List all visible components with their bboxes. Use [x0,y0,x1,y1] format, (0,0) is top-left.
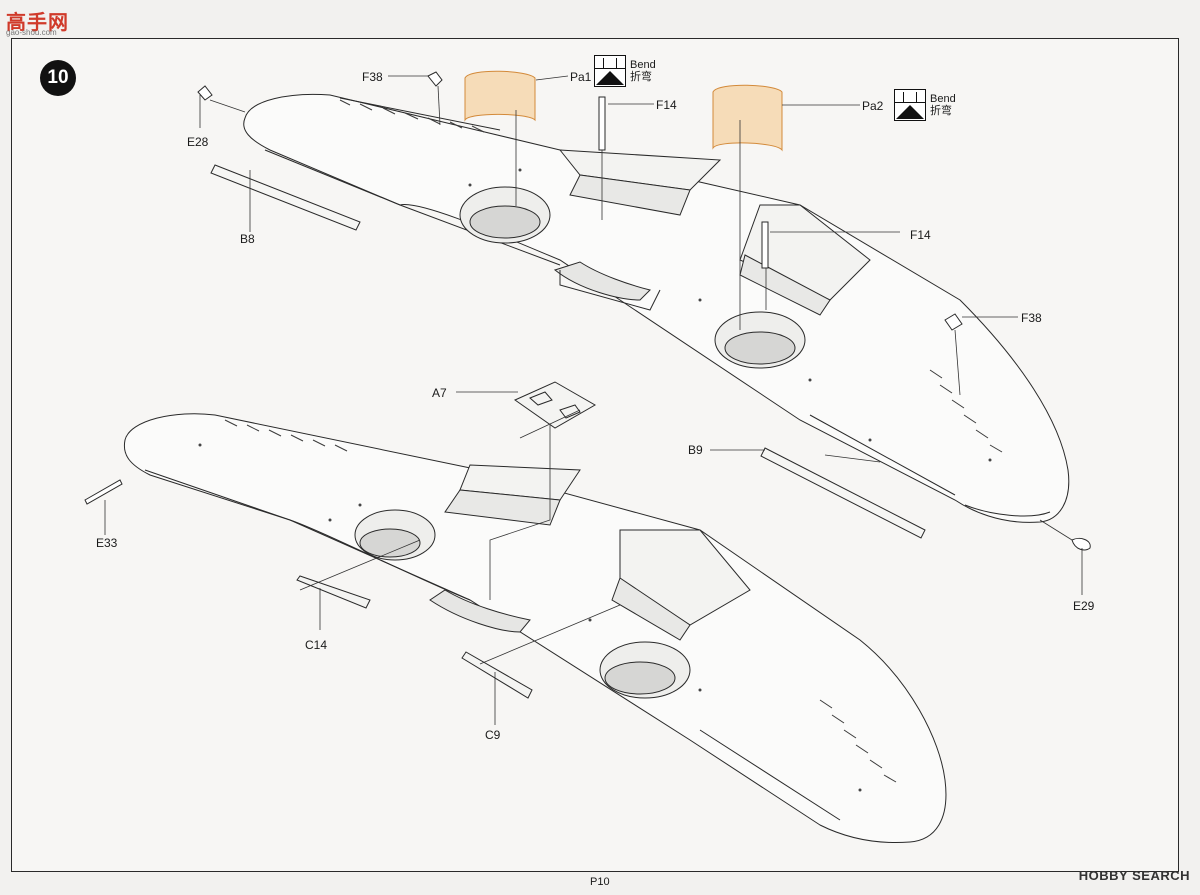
part-label-e29: E29 [1073,599,1095,613]
part-label-e28: E28 [187,135,209,149]
site-watermark: 高手网 gao-shou.com [6,12,69,37]
bend-label-zh: 折弯 [930,105,952,117]
bend-instruction-pa1: Bend 折弯 [594,55,656,87]
part-label-f38-right: F38 [1021,311,1042,325]
part-label-a7: A7 [432,386,447,400]
part-label-e33: E33 [96,536,118,550]
bend-instruction-pa2: Bend 折弯 [894,89,956,121]
bend-label-zh: 折弯 [630,71,652,83]
part-label-c9: C9 [485,728,501,742]
part-label-c14: C14 [305,638,328,652]
part-label-f14-mid: F14 [910,228,931,242]
part-label-b9: B9 [688,443,703,457]
part-label-pa1: Pa1 [570,70,592,84]
brand-logo: HOBBY SEARCH [1078,868,1190,883]
upper-wing [243,93,1070,523]
bend-label-en: Bend [630,59,656,71]
page-number: P10 [590,876,610,888]
part-label-b8: B8 [240,232,255,246]
bend-icon [894,89,926,121]
part-label-pa2: Pa2 [862,99,884,113]
part-label-f38-top: F38 [362,70,383,84]
part-label-f14-top: F14 [656,98,677,112]
bend-label-en: Bend [930,93,956,105]
bend-icon [594,55,626,87]
step-number-badge: 10 [40,60,76,96]
